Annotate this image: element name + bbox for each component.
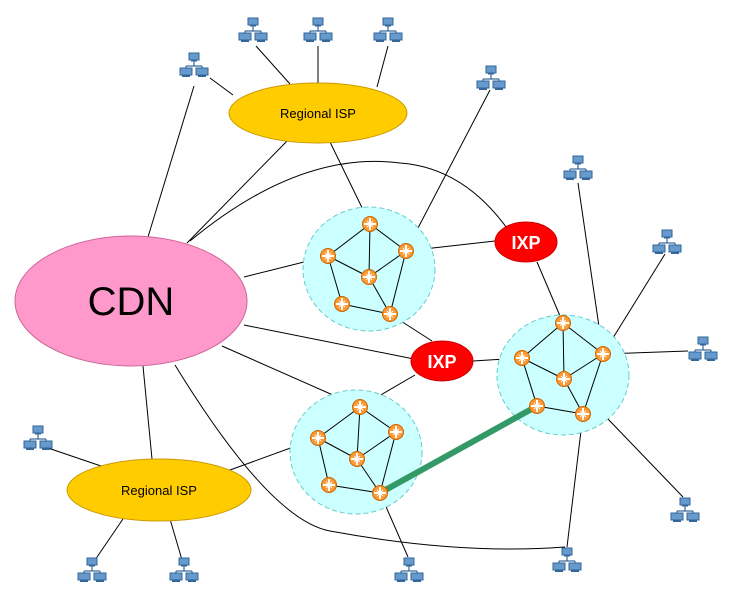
router-icon [381,305,399,323]
router-icon [594,345,612,363]
router-icon [528,397,546,415]
router-icon [333,295,351,313]
cdn-to-ixp-mid [243,324,415,360]
isp-top-to-host [255,45,291,85]
isp-bottom-to-host [94,515,126,561]
regional-isp-top: Regional ISP [228,82,408,144]
host-cluster-icon [688,336,718,362]
router-icon [371,484,389,502]
router-icon [397,242,415,260]
router-icon [360,268,378,286]
router-icon [555,370,573,388]
cdn-node: CDN [14,235,248,367]
cdn-to-host [147,85,195,238]
router-icon [348,450,366,468]
private-peering-link [378,403,539,496]
host-cluster-icon [373,17,403,43]
regional-isp-bottom: Regional ISP [66,458,252,522]
cloud-top-to-host [405,89,491,252]
ixp-label: IXP [511,233,540,253]
router-icon [319,247,337,265]
regional-isp-label: Regional ISP [121,483,197,498]
router-icon [309,429,327,447]
cdn-to-bottom-host-curve [174,364,566,550]
router-icon [574,405,592,423]
router-icon [361,215,379,233]
host-cluster-icon [652,229,682,255]
router-icon [387,423,405,441]
ixp-middle: IXP [410,340,474,382]
isp-top-to-host [376,45,389,88]
cloud-right-to-host [566,413,584,548]
router-icon [554,314,572,332]
host-cluster-icon [670,497,700,523]
host-cluster-icon [552,547,582,573]
host-cluster-icon [394,557,424,583]
router-icon [351,398,369,416]
host-cluster-icon [77,557,107,583]
curved-links [174,160,566,550]
router-icon [513,349,531,367]
cdn-label: CDN [88,280,175,324]
cdn-to-ixp-curve [189,160,518,244]
host-cluster-icon [238,17,268,43]
cloud-right-to-host [606,417,684,498]
router-icon [320,476,338,494]
ixp-top-to-cloud-right [536,261,564,324]
host-cluster-icon [23,425,53,451]
ixp-top: IXP [494,221,558,263]
cdn-to-isp-bottom [142,365,153,460]
isp-bottom-to-host [47,447,102,467]
host-cluster-icon [179,52,209,78]
host-cluster-icon [476,65,506,91]
isp-top-to-host [209,77,234,96]
isp-bottom-to-host [169,518,183,561]
host-cluster-icon [169,557,199,583]
host-cluster-icon [563,155,593,181]
host-cluster-icon [303,17,333,43]
ixp-label: IXP [427,352,456,372]
regional-isp-label: Regional ISP [280,106,356,121]
isp-top-to-cdn [186,138,290,244]
